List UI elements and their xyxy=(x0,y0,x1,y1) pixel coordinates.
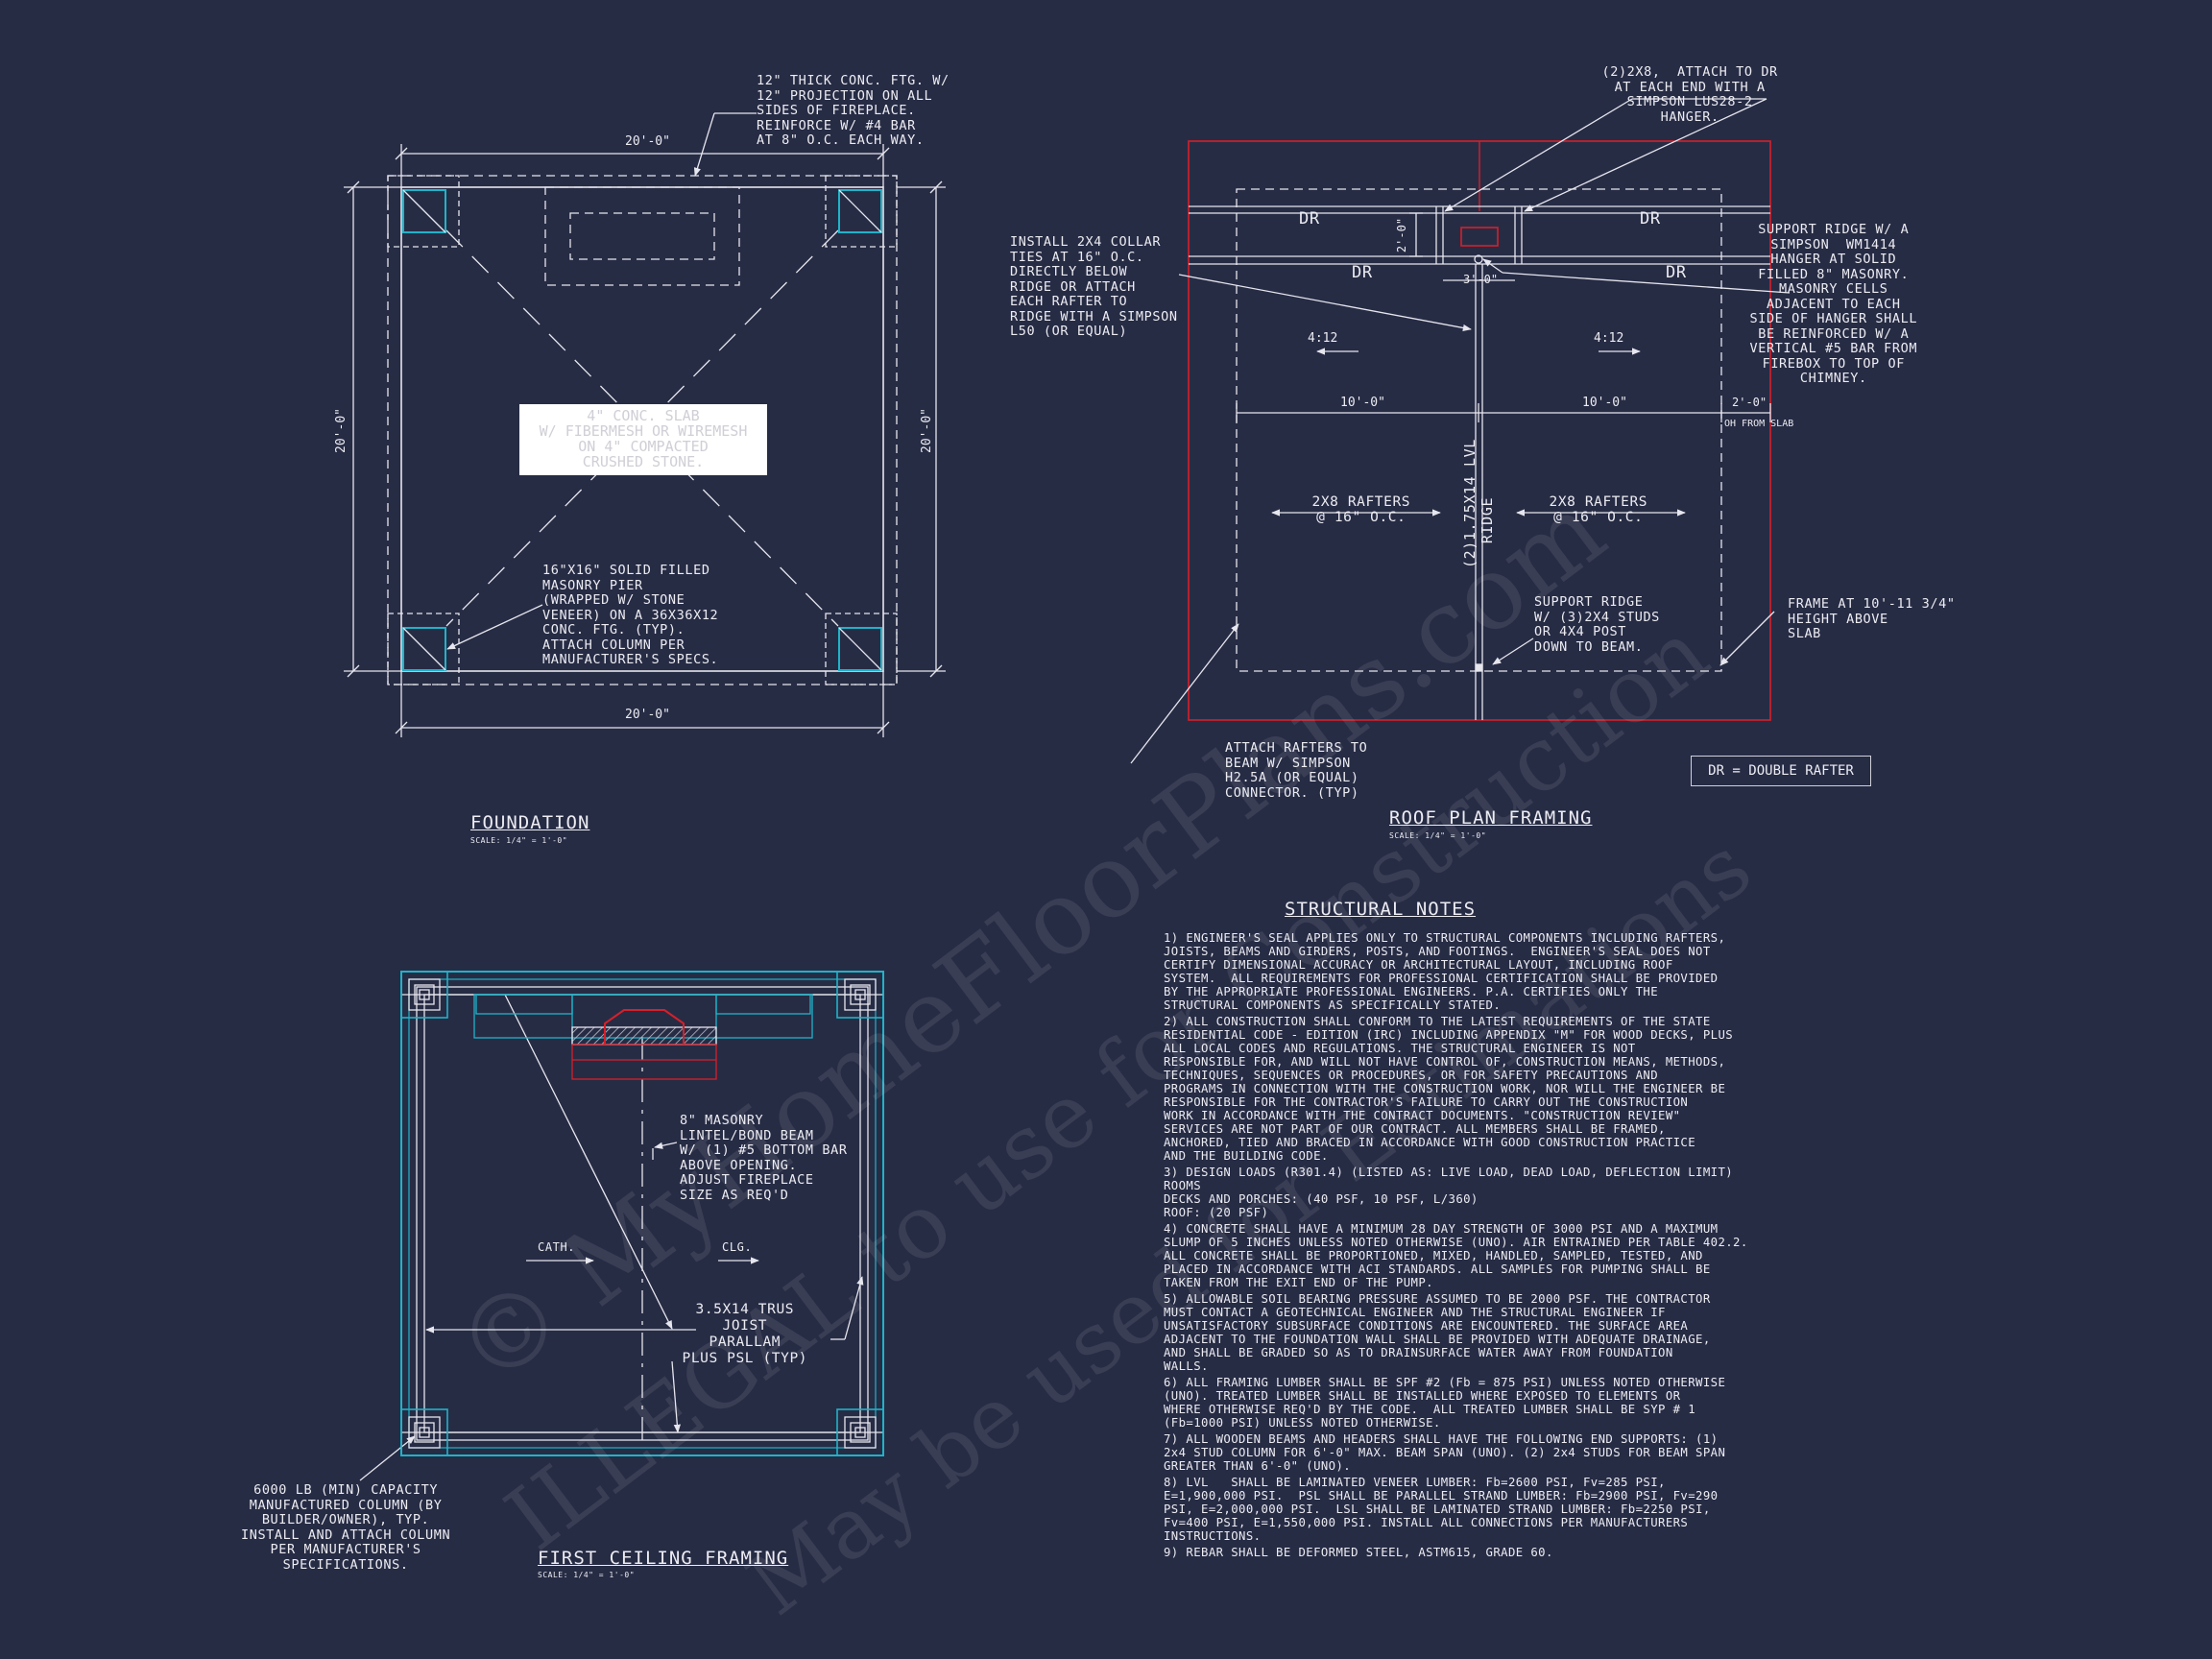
foundation-dim-bottom: 20'-0" xyxy=(625,708,670,722)
pier-tl xyxy=(387,175,460,248)
rafters-right-note: 2X8 RAFTERS @ 16" O.C. xyxy=(1549,494,1648,525)
dim-3ft: 3'-0" xyxy=(1463,273,1499,286)
post-marker xyxy=(1475,663,1483,672)
note-1: 1) ENGINEER'S SEAL APPLIES ONLY TO STRUC… xyxy=(1164,931,1726,1012)
dim-10ft-right: 10'-0" xyxy=(1582,396,1627,410)
support-ridge-note: SUPPORT RIDGE W/ A SIMPSON WM1414 HANGER… xyxy=(1749,222,1918,386)
overhang-label: OH FROM SLAB xyxy=(1724,419,1794,429)
cath-label: CATH. xyxy=(538,1240,576,1254)
dr-label-2: DR xyxy=(1640,209,1661,228)
footing-outline xyxy=(387,175,898,685)
pier-bl xyxy=(387,613,460,685)
foundation-slab-outline xyxy=(400,186,884,672)
column-tr xyxy=(844,978,877,1011)
column-tl xyxy=(408,978,441,1011)
ceiling-title: FIRST CEILING FRAMING xyxy=(538,1548,789,1569)
structural-notes: 1) ENGINEER'S SEAL APPLIES ONLY TO STRUC… xyxy=(1164,931,1778,1562)
note-7: 7) ALL WOODEN BEAMS AND HEADERS SHALL HA… xyxy=(1164,1432,1726,1473)
dr-label-1: DR xyxy=(1299,209,1320,228)
ridge-label: (2)1.75X14 LVL RIDGE xyxy=(1461,439,1496,568)
footing-note: 12" THICK CONC. FTG. W/ 12" PROJECTION O… xyxy=(757,73,950,148)
rafters-left-note: 2X8 RAFTERS @ 16" O.C. xyxy=(1311,494,1411,525)
dim-2ft: 2'-0" xyxy=(1395,217,1409,253)
leader-pier xyxy=(446,604,543,650)
roof-scale: SCALE: 1/4" = 1'-0" xyxy=(1389,831,1487,840)
pier-tr xyxy=(825,175,898,248)
dr-label-3: DR xyxy=(1352,263,1373,282)
foundation-plan xyxy=(344,112,946,737)
structural-notes-title: STRUCTURAL NOTES xyxy=(1285,899,1477,920)
frame-height-note: FRAME AT 10'-11 3/4" HEIGHT ABOVE SLAB xyxy=(1788,596,1956,641)
firebox-footing xyxy=(544,186,740,286)
slab-note: 4" CONC. SLAB W/ FIBERMESH OR WIREMESH O… xyxy=(519,404,767,475)
foundation-dim-right: 20'-0" xyxy=(919,408,934,453)
pitch-right: 4:12 xyxy=(1594,331,1624,346)
dr-label-4: DR xyxy=(1666,263,1687,282)
legend-double-rafter: DR = DOUBLE RAFTER xyxy=(1691,756,1871,786)
column-bl xyxy=(408,1416,441,1449)
slab-outline-dashed xyxy=(1236,188,1722,672)
foundation-title: FOUNDATION xyxy=(470,812,590,833)
column-br xyxy=(844,1416,877,1449)
lintel-note: 8" MASONRY LINTEL/BOND BEAM W/ (1) #5 BO… xyxy=(680,1113,848,1203)
foundation-dim-top: 20'-0" xyxy=(625,134,670,149)
foundation-dim-left: 20'-0" xyxy=(333,408,349,453)
note-3: 3) DESIGN LOADS (R301.4) (LISTED AS: LIV… xyxy=(1164,1166,1734,1219)
pier-note: 16"X16" SOLID FILLED MASONRY PIER (WRAPP… xyxy=(542,563,719,667)
note-2: 2) ALL CONSTRUCTION SHALL CONFORM TO THE… xyxy=(1164,1015,1734,1163)
note-9: 9) REBAR SHALL BE DEFORMED STEEL, ASTM61… xyxy=(1164,1546,1553,1559)
hanger-red-box xyxy=(1460,227,1499,247)
collar-note: INSTALL 2X4 COLLAR TIES AT 16" O.C. DIRE… xyxy=(1010,234,1178,339)
joist-note: 3.5X14 TRUS JOIST PARALLAM PLUS PSL (TYP… xyxy=(682,1302,808,1366)
post-note: SUPPORT RIDGE W/ (3)2X4 STUDS OR 4X4 POS… xyxy=(1534,594,1660,655)
column-note: 6000 LB (MIN) CAPACITY MANUFACTURED COLU… xyxy=(241,1482,451,1573)
clg-label: CLG. xyxy=(722,1240,753,1254)
pier-br xyxy=(825,613,898,685)
foundation-scale: SCALE: 1/4" = 1'-0" xyxy=(470,836,568,845)
ceiling-plan xyxy=(359,971,884,1481)
note-6: 6) ALL FRAMING LUMBER SHALL BE SPF #2 (F… xyxy=(1164,1376,1726,1430)
hanger-note: (2)2X8, ATTACH TO DR AT EACH END WITH A … xyxy=(1601,64,1778,125)
note-5: 5) ALLOWABLE SOIL BEARING PRESSURE ASSUM… xyxy=(1164,1292,1711,1373)
note-4: 4) CONCRETE SHALL HAVE A MINIMUM 28 DAY … xyxy=(1164,1222,1748,1289)
firebox-inner xyxy=(569,212,715,260)
note-8: 8) LVL SHALL BE LAMINATED VENEER LUMBER:… xyxy=(1164,1476,1719,1543)
roof-title: ROOF PLAN FRAMING xyxy=(1389,807,1593,829)
dim-10ft-left: 10'-0" xyxy=(1340,396,1385,410)
ceiling-scale: SCALE: 1/4" = 1'-0" xyxy=(538,1571,636,1579)
roof-plan xyxy=(1130,98,1791,764)
attach-rafters-note: ATTACH RAFTERS TO BEAM W/ SIMPSON H2.5A … xyxy=(1225,740,1368,801)
dim-overhang: 2'-0" xyxy=(1732,396,1767,409)
pitch-left: 4:12 xyxy=(1308,331,1338,346)
